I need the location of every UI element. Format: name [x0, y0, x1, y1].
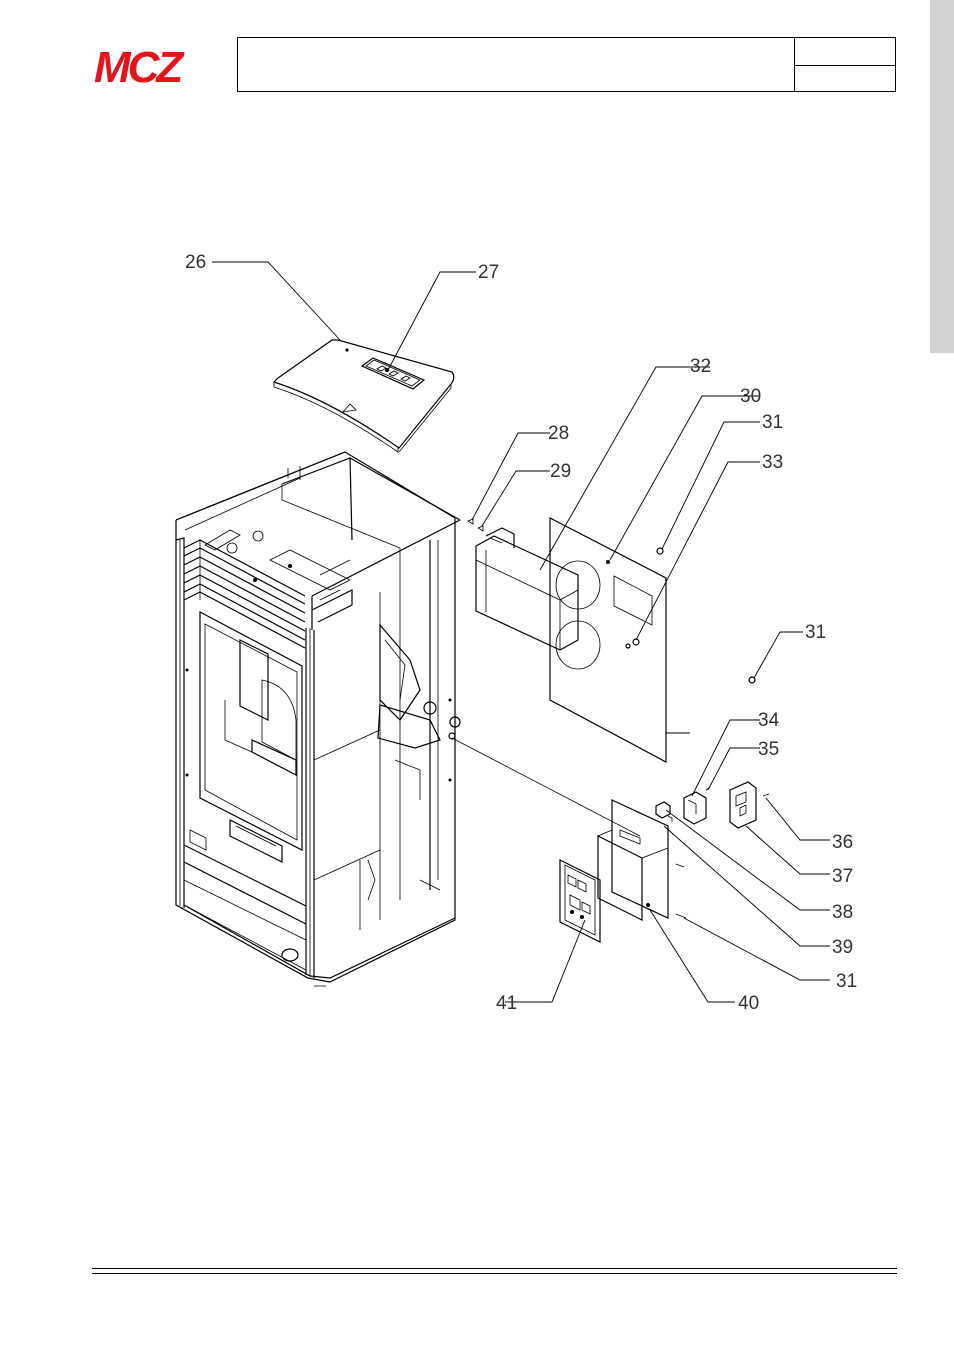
callout-39: 39 — [832, 937, 853, 958]
callout-30: 30 — [740, 386, 761, 407]
header-code-cell — [795, 38, 895, 66]
callout-38: 38 — [832, 902, 853, 923]
small-parts — [655, 786, 770, 919]
callout-31-a: 31 — [762, 412, 783, 433]
callouts: 26 27 28 29 32 30 31 33 31 34 35 36 37 3… — [185, 252, 857, 1014]
assembly-guide-line — [451, 737, 641, 837]
callout-35: 35 — [758, 739, 779, 760]
leader-lines — [212, 261, 830, 1003]
callout-32: 32 — [690, 356, 711, 377]
top-cover — [272, 339, 455, 453]
callout-27: 27 — [478, 262, 499, 283]
callout-40: 40 — [738, 993, 759, 1014]
stove-body — [175, 451, 461, 987]
callout-26: 26 — [185, 252, 206, 273]
logo-text: MCZ — [94, 43, 185, 88]
footer-rule-thin — [92, 1273, 897, 1274]
side-tab — [930, 0, 954, 353]
callout-29: 29 — [550, 461, 571, 482]
control-panel — [360, 357, 426, 390]
callout-41: 41 — [496, 993, 517, 1014]
callout-37: 37 — [832, 866, 853, 887]
callout-33: 33 — [762, 452, 783, 473]
electronics-bracket — [597, 799, 669, 921]
header-right-cell — [794, 38, 895, 91]
callout-31-c: 31 — [836, 971, 857, 992]
footer-rule — [92, 1268, 897, 1269]
header-box — [237, 37, 896, 92]
rear-panel — [549, 517, 667, 764]
callout-28: 28 — [548, 423, 569, 444]
screws-28-29 — [467, 518, 484, 532]
screw-31 — [748, 676, 756, 684]
flue-duct — [475, 527, 579, 651]
electronic-board — [559, 859, 601, 943]
callout-31-b: 31 — [805, 622, 826, 643]
power-socket — [729, 781, 757, 829]
callout-36: 36 — [832, 832, 853, 853]
callout-34: 34 — [758, 710, 780, 731]
mcz-logo: MCZ — [92, 42, 234, 92]
fuse-holder — [683, 791, 707, 825]
